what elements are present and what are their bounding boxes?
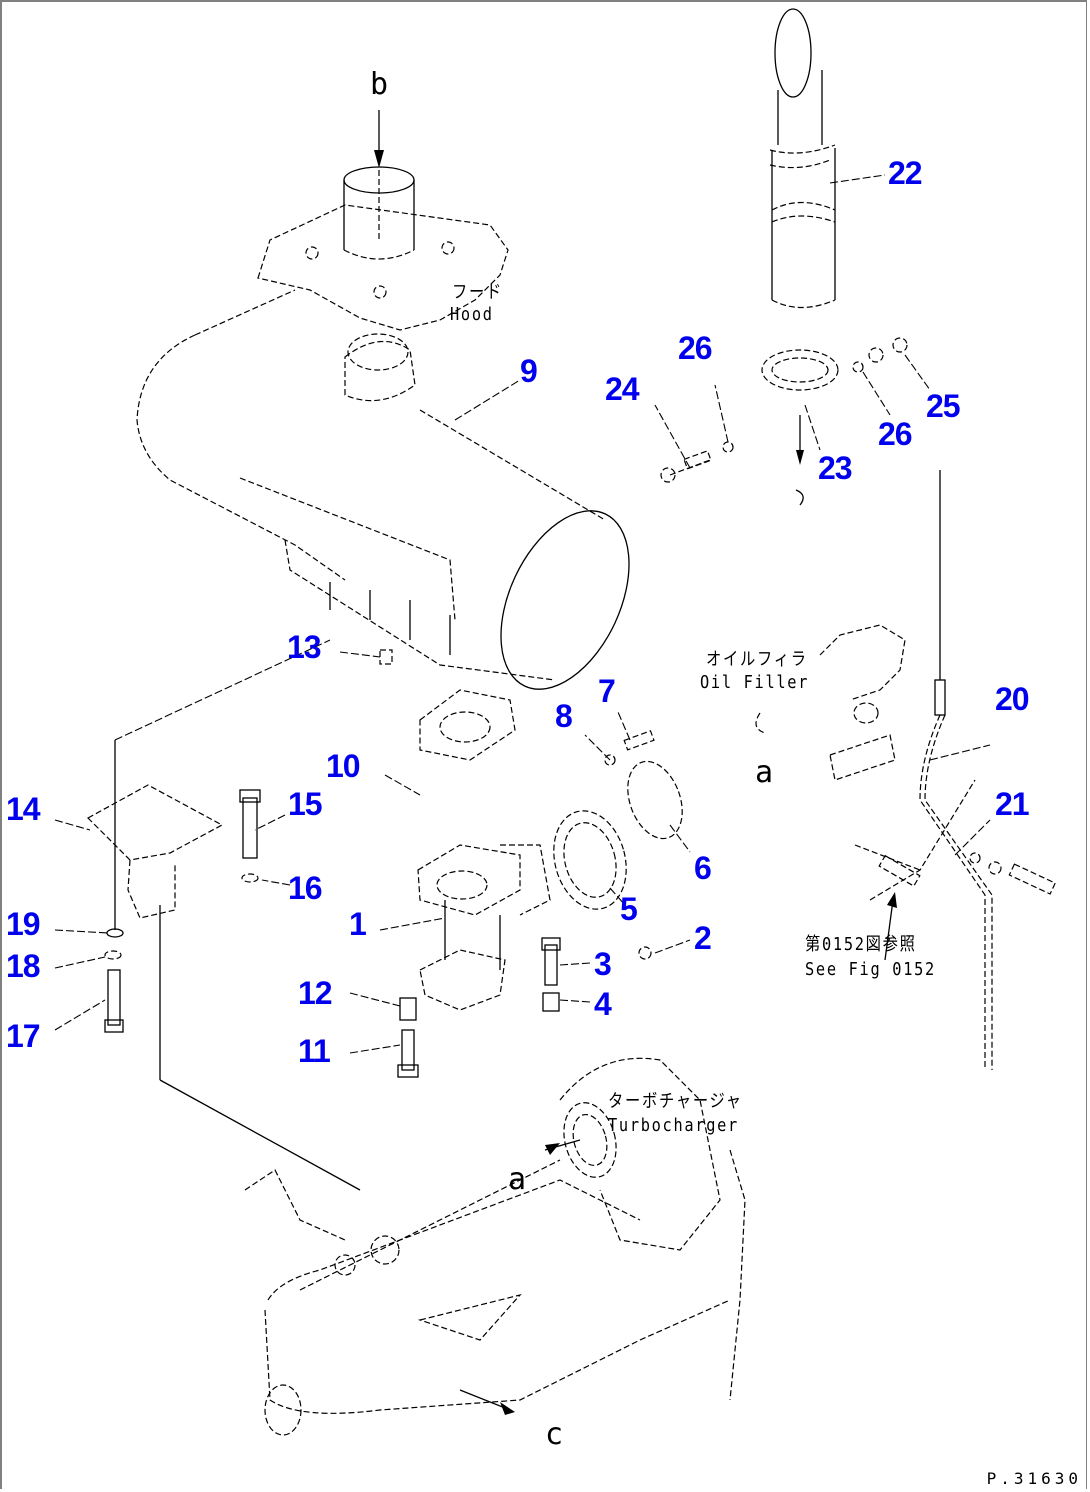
turbo-note-jp: ターボチャージャ [608,1091,743,1112]
callout-25[interactable]: 25 [926,388,961,424]
see-fig-note-jp: 第0152図参照 [805,934,917,955]
reference-arrow-b [374,110,384,168]
callout-21[interactable]: 21 [995,786,1030,822]
drawing-number: P.31630 [986,1469,1082,1488]
callout-10[interactable]: 10 [326,748,361,784]
elbow-part [417,689,551,1011]
reference-letter-b: b [370,67,389,102]
callout-18[interactable]: 18 [6,948,41,984]
callout-4[interactable]: 4 [594,986,612,1022]
callout-17[interactable]: 17 [6,1018,41,1054]
callout-20[interactable]: 20 [995,681,1030,717]
hood-note-jp: フード [452,282,503,303]
reference-letter-a: a [755,755,774,790]
engine-manifold [244,1057,746,1436]
oil-filler-note-jp: オイルフィラ [706,649,808,670]
dipstick-part [755,470,1056,1070]
callout-11[interactable]: 11 [298,1033,331,1069]
callout-26-left[interactable]: 26 [678,330,713,366]
exhaust-pipe-part [769,8,836,309]
callout-23[interactable]: 23 [818,450,853,486]
callout-13[interactable]: 13 [287,629,322,665]
callout-22[interactable]: 22 [888,155,923,191]
callout-9[interactable]: 9 [520,353,538,389]
callout-6[interactable]: 6 [694,850,712,886]
reference-letter-c: c [545,1417,564,1452]
hood-note-en: Hood [450,304,494,325]
callout-24[interactable]: 24 [605,371,640,407]
adapter-part [553,730,683,960]
see-fig-note-en: See Fig 0152 [805,959,936,980]
oil-filler-note-en: Oil Filler [700,672,810,693]
callout-26-right[interactable]: 26 [878,416,913,452]
callout-14[interactable]: 14 [6,791,41,827]
callout-15[interactable]: 15 [288,786,323,822]
leader-lines [54,174,991,1054]
callout-3[interactable]: 3 [594,946,612,982]
hood-part [257,166,509,331]
callout-8[interactable]: 8 [555,698,573,734]
callout-2[interactable]: 2 [694,920,712,956]
callout-7[interactable]: 7 [598,673,616,709]
callout-19[interactable]: 19 [6,906,41,942]
turbo-note-en: Turbocharger [608,1115,739,1136]
reference-letter-a-turbo: a [508,1162,527,1197]
clamp-part [660,337,908,506]
callout-12[interactable]: 12 [298,975,333,1011]
muffler-part [136,289,630,690]
callout-5[interactable]: 5 [620,891,638,927]
callout-16[interactable]: 16 [288,870,323,906]
hardware-parts [104,649,561,1078]
bracket-part [87,740,361,1191]
callout-1[interactable]: 1 [349,906,367,942]
